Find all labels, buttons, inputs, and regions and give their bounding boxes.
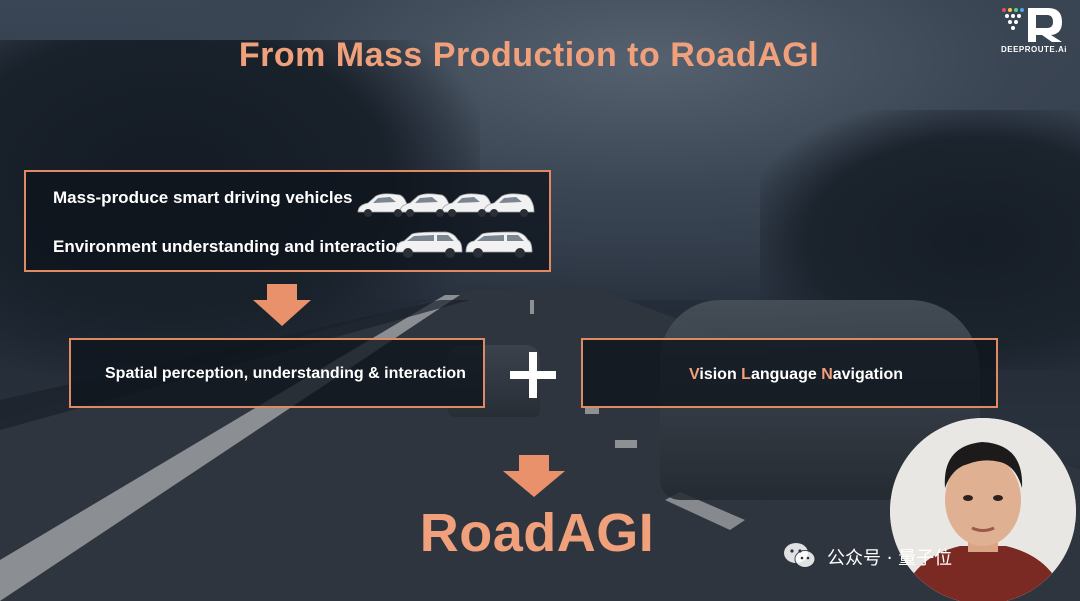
presenter-video (890, 418, 1076, 601)
sedan-cars-icon (357, 193, 535, 217)
mass-production-box: Mass-produce smart driving vehicles Envi… (24, 170, 551, 272)
down-arrow-icon (253, 284, 311, 326)
down-arrow-icon (503, 455, 565, 497)
deeproute-logo: DEEPROUTE.Ai (996, 6, 1072, 58)
vln-part3: avigation (832, 366, 903, 383)
vln-label: Vision Language Navigation (689, 366, 903, 384)
wechat-icon (784, 543, 816, 568)
presenter-portrait (890, 418, 1076, 601)
vln-l-letter: L (741, 366, 751, 383)
suv-cars-icon (395, 231, 533, 258)
vln-n-letter: N (821, 366, 833, 383)
vision-language-navigation-box: Vision Language Navigation (581, 338, 998, 408)
mass-produce-label: Mass-produce smart driving vehicles (53, 188, 353, 207)
spatial-perception-box: Spatial perception, understanding & inte… (69, 338, 485, 408)
vln-part2: anguage (750, 366, 822, 383)
vln-part1: ision (699, 366, 742, 383)
watermark-text: 公众号 · 量子位 (827, 548, 953, 569)
deeproute-logo-mark (1002, 8, 1062, 42)
roadagi-result: RoadAGI (419, 503, 655, 563)
logo-text: DEEPROUTE.Ai (1000, 45, 1067, 54)
plus-icon (510, 352, 556, 398)
vln-v-letter: V (689, 366, 700, 383)
slide-title: From Mass Production to RoadAGI (238, 36, 820, 74)
environment-label: Environment understanding and interactio… (53, 237, 407, 256)
spatial-perception-label: Spatial perception, understanding & inte… (105, 365, 466, 382)
